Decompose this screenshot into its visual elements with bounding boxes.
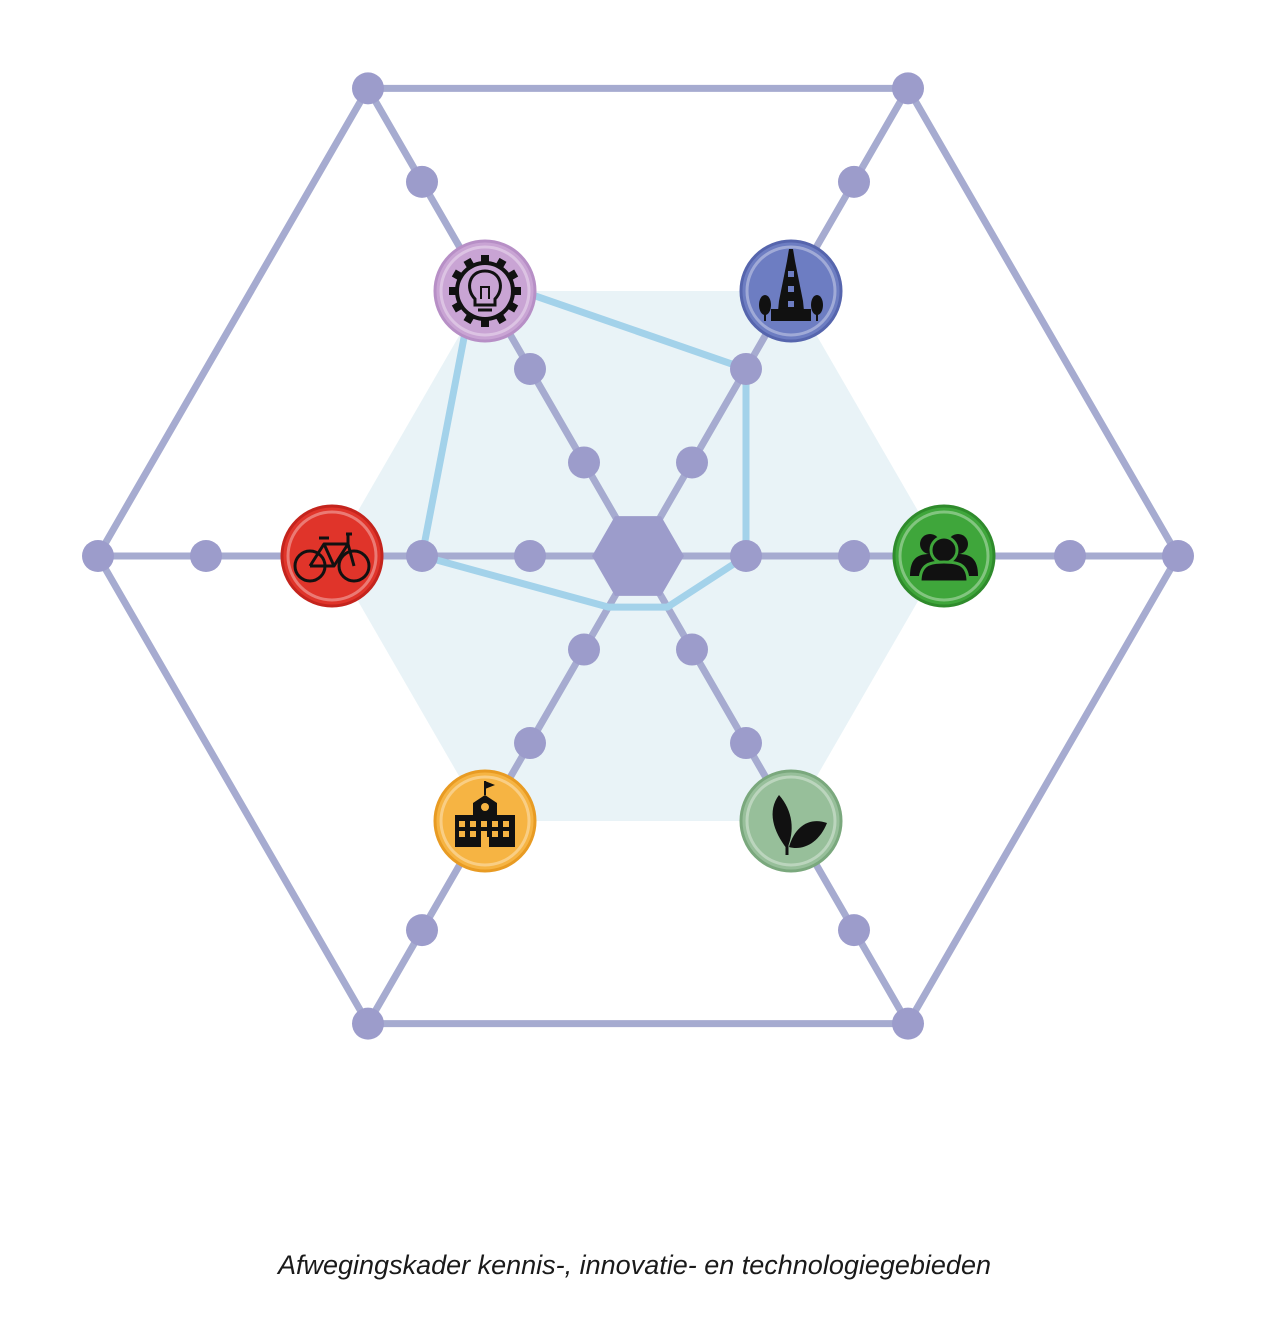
axis-node [838, 540, 870, 572]
outer-vertex-node [892, 1007, 924, 1040]
leaf-left [772, 795, 792, 850]
lightbulb-gear-icon [449, 254, 521, 327]
school-window [459, 831, 465, 838]
axis-node [1054, 540, 1086, 572]
outer-vertex-node [352, 72, 384, 105]
axis-node [838, 914, 870, 947]
bicycle-icon [293, 532, 371, 583]
axis-node [568, 633, 600, 666]
badge-gloss [286, 510, 378, 602]
tower-window [788, 270, 794, 277]
outer-vertex-node [352, 1007, 384, 1040]
church-tower-icon-badge [739, 239, 843, 343]
people-group-icon [910, 534, 978, 584]
diagram-caption: Afwegingskader kennis-, innovatie- en te… [278, 1250, 991, 1280]
school-window [481, 831, 487, 838]
school-building-icon-badge [433, 769, 537, 873]
axis-icons [280, 239, 996, 873]
axis-node [676, 446, 708, 479]
person-center-body [918, 560, 970, 584]
axis-node [190, 540, 222, 572]
school-window [470, 821, 476, 828]
badge-gloss [898, 510, 990, 602]
flag [485, 781, 495, 790]
school-clock [481, 803, 489, 812]
bulb-filament [480, 285, 490, 299]
tree-right [811, 294, 823, 315]
people-group-icon-badge [892, 504, 996, 608]
axis-node [514, 727, 546, 760]
school-window [492, 821, 498, 828]
badge-circle [433, 239, 537, 343]
tree-left [759, 294, 771, 315]
axis-node [730, 727, 762, 760]
lightbulb-gear-icon-badge [433, 239, 537, 343]
axis-nodes [82, 72, 1194, 1040]
leaf-icon [772, 795, 827, 856]
tree-left-trunk [764, 310, 766, 321]
axis-node [406, 914, 438, 947]
bike-front-wheel [337, 549, 371, 583]
school-window [459, 821, 465, 828]
axis-node [730, 540, 762, 572]
outer-vertex-node [1162, 540, 1194, 572]
axis-node [568, 446, 600, 479]
gear-tooth [481, 254, 489, 265]
axis-node [514, 352, 546, 385]
badge-gloss [439, 245, 531, 337]
hexagon-radar-diagram [82, 72, 1194, 1040]
school-door [481, 837, 489, 848]
tower-window [788, 285, 794, 292]
axis-node [676, 633, 708, 666]
outer-vertex-node [892, 72, 924, 105]
school-window [481, 821, 487, 828]
axis-node [514, 540, 546, 572]
axis-node [838, 165, 870, 198]
person-center-head [929, 535, 959, 565]
tower-body [777, 248, 805, 321]
center-hexagon [592, 516, 684, 596]
gear-ring [455, 260, 515, 321]
axis-node [730, 352, 762, 385]
leaf-icon-badge [739, 769, 843, 873]
bicycle-icon-badge [280, 504, 384, 608]
tree-right-trunk [816, 310, 818, 321]
outer-vertex-node [82, 540, 114, 572]
church-base [771, 308, 811, 321]
bike-handlebar [346, 532, 352, 544]
gear-tooth [481, 316, 489, 327]
badge-gloss [745, 775, 837, 867]
school-window [503, 831, 509, 838]
school-window [503, 821, 509, 828]
school-building-icon [455, 781, 515, 848]
badge-gloss [745, 245, 837, 337]
tower-window [788, 300, 794, 307]
badge-gloss [439, 775, 531, 867]
axis-node [406, 165, 438, 198]
axis-node [406, 540, 438, 572]
bike-frame [308, 542, 356, 568]
school-window [492, 831, 498, 838]
church-tower-icon [759, 248, 823, 321]
leaf-right [789, 821, 827, 849]
bulb-outline [468, 269, 502, 307]
school-window [470, 831, 476, 838]
